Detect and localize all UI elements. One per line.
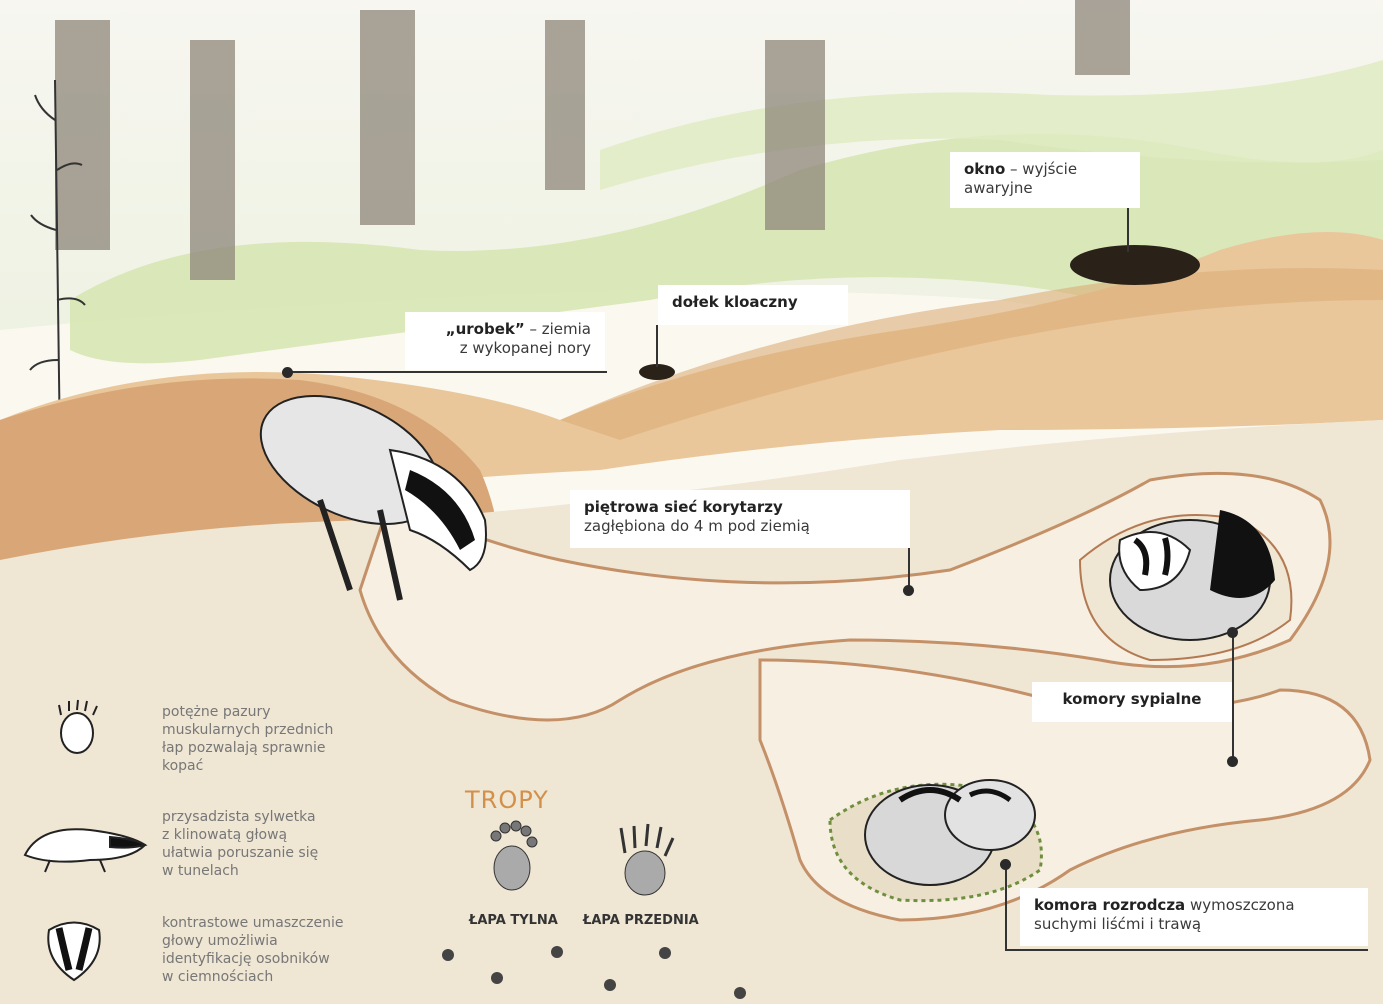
legend-face: kontrastowe umaszczenie głowy umożliwia …: [162, 914, 392, 986]
leader-komory: [1232, 632, 1234, 760]
tracks-title: TROPY: [465, 786, 549, 814]
leader-rozrodcza-dot: [1000, 859, 1011, 870]
leader-rozrodcza-h: [1005, 949, 1368, 951]
label-dolek-kloaczny: dołek kloaczny: [658, 285, 848, 325]
label-okno: okno – wyjście awaryjne: [950, 152, 1140, 208]
label-komory-sypialne: komory sypialne: [1032, 682, 1232, 722]
label-siec-korytarzy: piętrowa sieć korytarzy zagłębiona do 4 …: [570, 490, 910, 548]
leader-urobek-dot: [282, 367, 293, 378]
legend-silhouette: przysadzista sylwetka z klinowatą głową …: [162, 808, 392, 880]
leader-komory-dot-upper: [1227, 627, 1238, 638]
legend-claws: potężne pazury muskularnych przednich ła…: [162, 703, 392, 775]
leader-dolek: [656, 325, 658, 367]
hind-paw-label: ŁAPA TYLNA: [469, 913, 558, 928]
leader-komory-dot-lower: [1227, 756, 1238, 767]
leader-urobek: [287, 371, 607, 373]
leader-siec-dot: [903, 585, 914, 596]
leader-okno: [1127, 207, 1129, 252]
label-urobek: „urobek” – ziemia z wykopanej nory: [405, 312, 605, 370]
emergency-exit-hole: [1070, 245, 1200, 285]
leader-siec: [908, 548, 910, 590]
label-komora-rozrodcza: komora rozrodcza wymoszczona suchymi liś…: [1020, 888, 1368, 946]
front-paw-label: ŁAPA PRZEDNIA: [583, 913, 699, 928]
leader-rozrodcza: [1005, 864, 1007, 950]
